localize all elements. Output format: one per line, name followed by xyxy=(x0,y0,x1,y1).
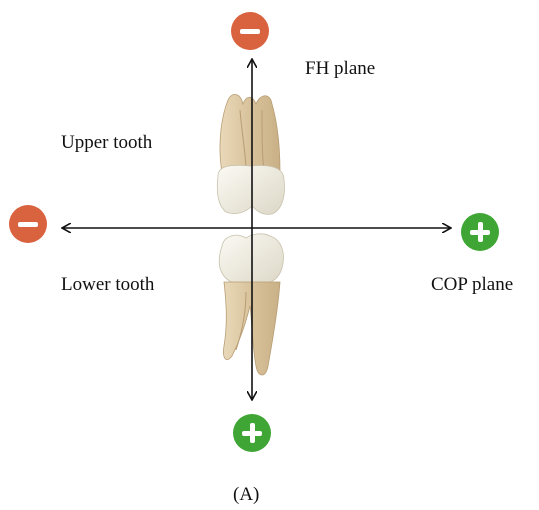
panel-label: (A) xyxy=(233,484,259,506)
cop-plane-label: COP plane xyxy=(431,274,513,296)
minus-icon-top xyxy=(231,12,269,50)
lower-tooth-label: Lower tooth xyxy=(61,274,154,296)
fh-plane-label: FH plane xyxy=(305,58,375,80)
upper-tooth-root xyxy=(220,94,280,172)
upper-tooth-crown xyxy=(217,165,284,214)
minus-icon-left xyxy=(9,205,47,243)
upper-tooth-label: Upper tooth xyxy=(61,132,152,154)
plus-icon-right xyxy=(461,213,499,251)
plus-icon-bottom xyxy=(233,414,271,452)
upper-tooth-illustration xyxy=(217,94,284,214)
